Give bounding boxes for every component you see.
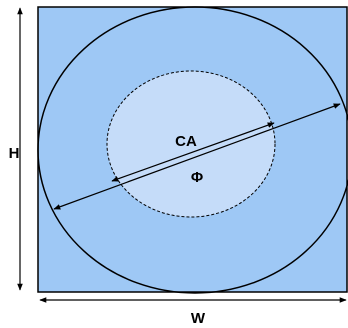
diameter-label: Φ	[191, 169, 203, 186]
height-label: H	[9, 145, 20, 162]
lens-outline	[37, 6, 348, 294]
width-label: W	[191, 310, 206, 327]
clear-aperture-label: CA	[175, 133, 197, 150]
diameter-arrow	[53, 103, 341, 210]
